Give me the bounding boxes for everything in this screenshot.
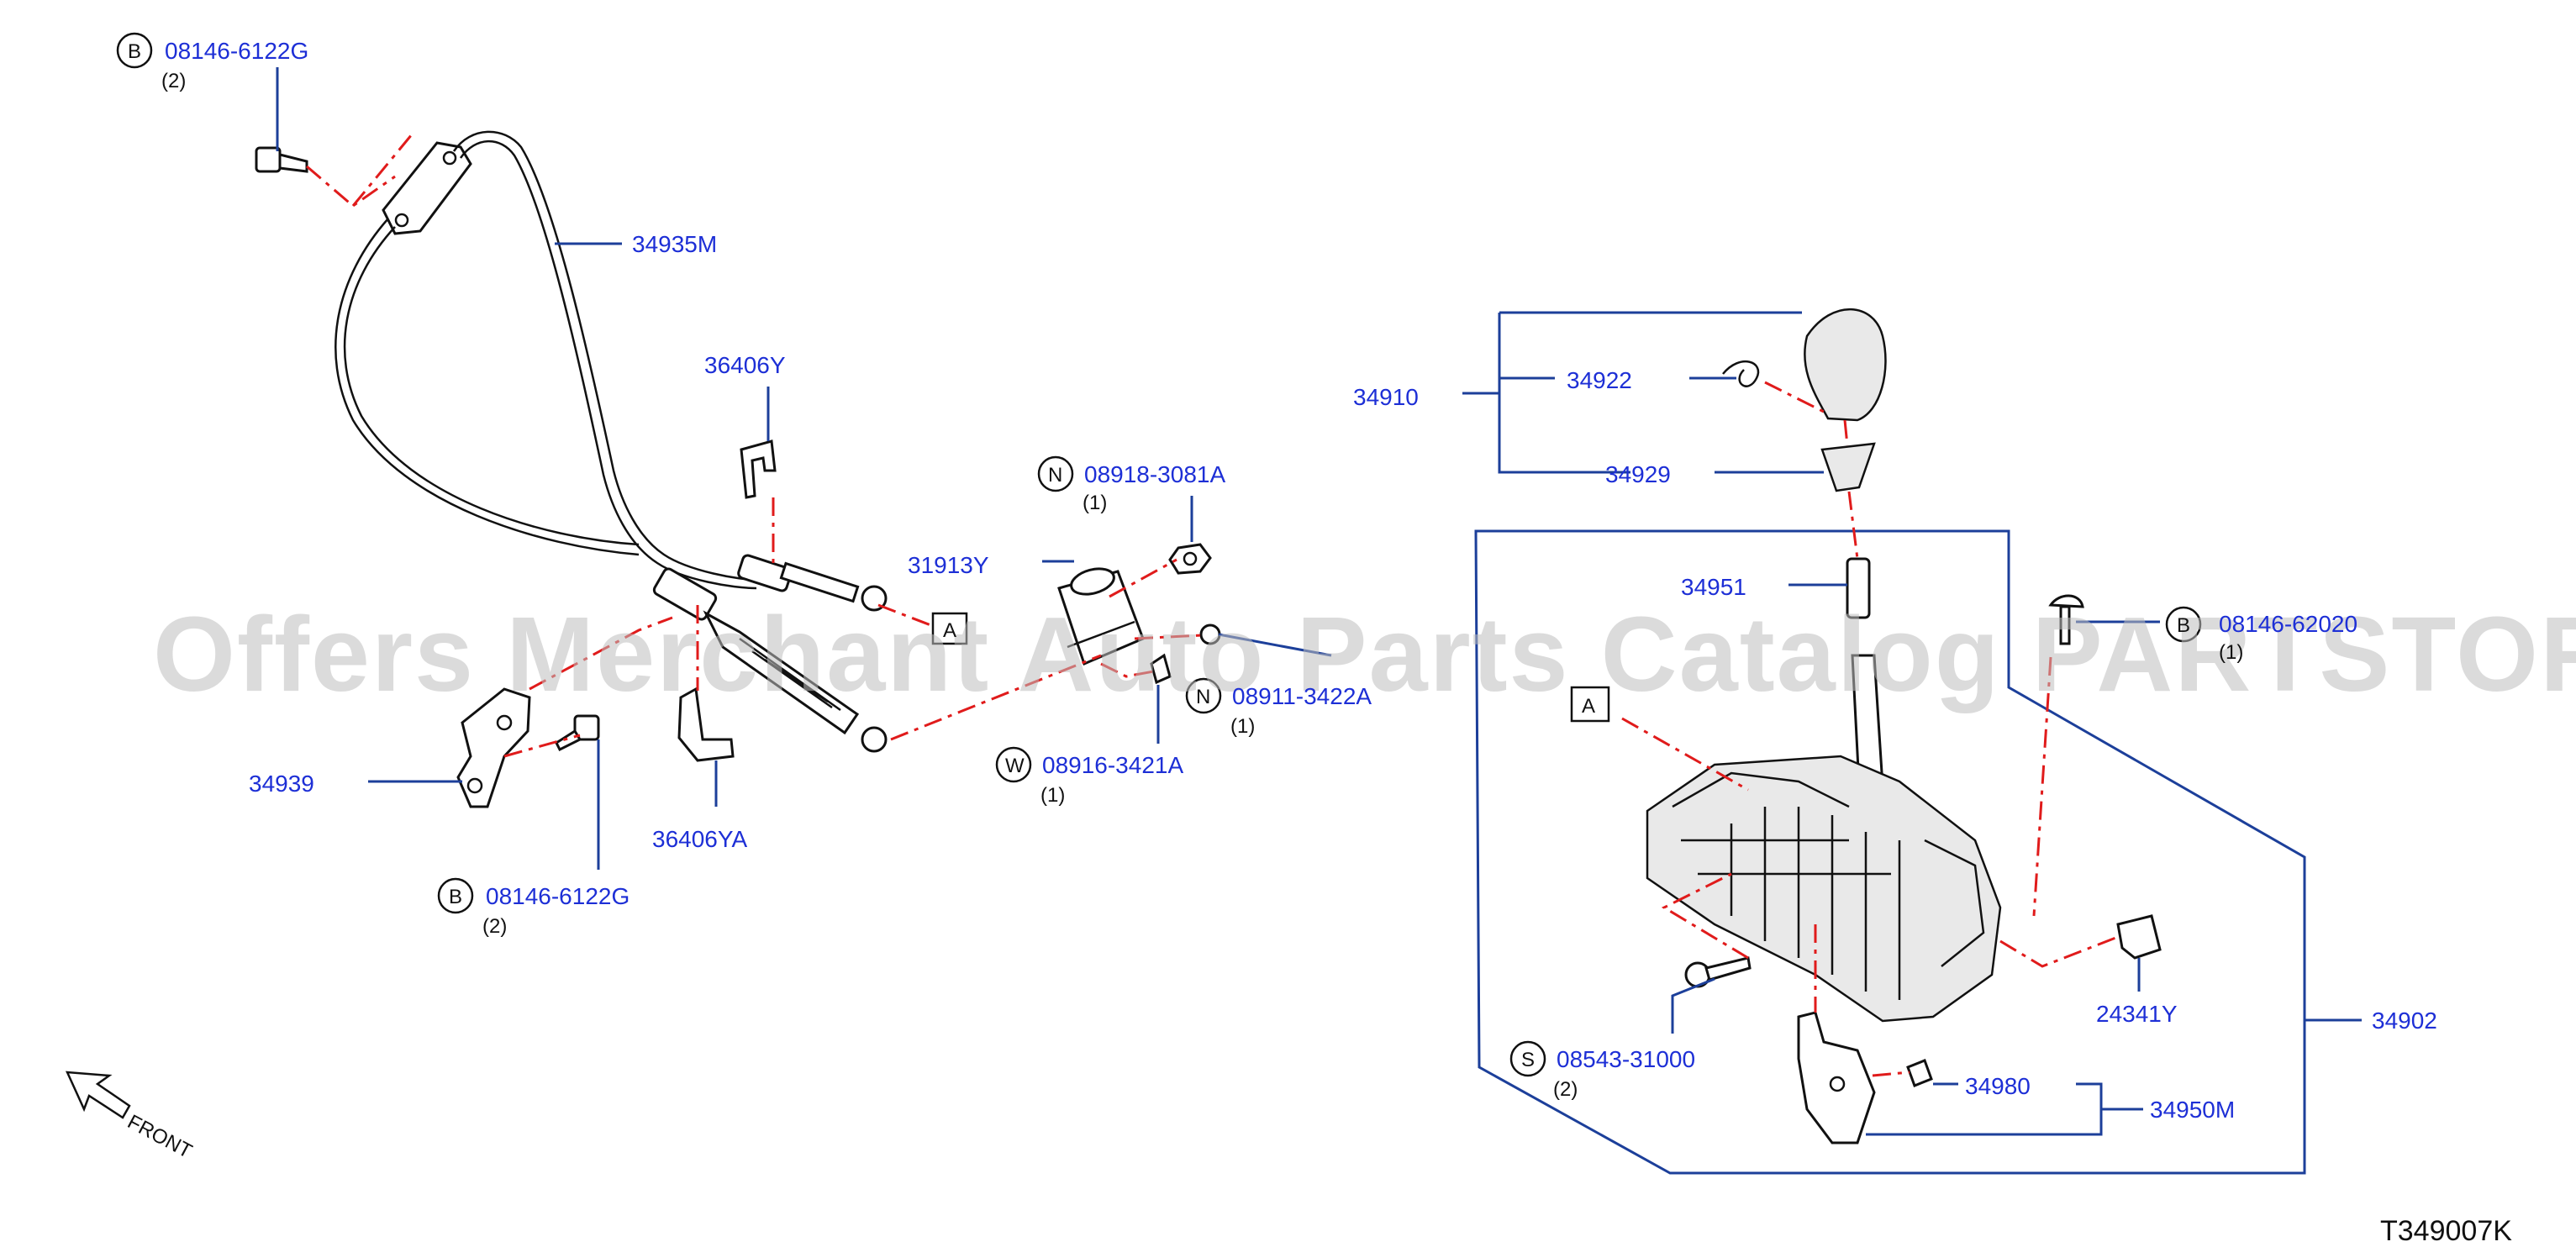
code-circle-s (1509, 1040, 1546, 1077)
knob-shape (1804, 308, 1887, 422)
part-number-lock-switch[interactable]: 34980 (1965, 1073, 2031, 1099)
part-number-knob-boot[interactable]: 34929 (1605, 461, 1671, 487)
code-letter-n-top: N (1048, 464, 1062, 487)
lock-switch-shape (1906, 1059, 1933, 1087)
ref-box-a-right-frame (1570, 686, 1610, 723)
front-label: FRONT (124, 1110, 196, 1163)
screw-right-shape (2048, 594, 2084, 645)
leader-lines (276, 67, 2362, 1136)
part-number-clip-lower[interactable]: 36406YA (652, 826, 747, 852)
centerlines-right (1621, 381, 2119, 1077)
shifter-assembly-frame (1474, 529, 2306, 1175)
clip-upper-shape (740, 439, 777, 499)
code-circle-b-bottom (437, 877, 474, 914)
knob-bracket-left (1498, 313, 1630, 474)
part-number-nut-top[interactable]: 08918-3081A (1084, 461, 1225, 487)
nut-top-shape (1168, 543, 1212, 575)
part-number-lever-rod[interactable]: 34951 (1681, 574, 1746, 600)
qty-bolt-top: (2) (161, 70, 186, 92)
part-number-lock-unit[interactable]: 34950M (2150, 1097, 2235, 1123)
part-number-bolt-bottom[interactable]: 08146-6122G (486, 883, 630, 909)
bolt-bottom-shape (555, 714, 600, 752)
part-number-bracket[interactable]: 34939 (249, 771, 314, 797)
qty-screw-low: (2) (1553, 1078, 1578, 1101)
qty-nut-mid: (1) (1230, 715, 1255, 738)
code-circles (116, 32, 2202, 1077)
code-circle-n-mid (1185, 677, 1222, 714)
part-number-clip-upper[interactable]: 36406Y (704, 352, 786, 378)
part-number-washer[interactable]: 08916-3421A (1042, 752, 1183, 778)
knob-clip-shape (1722, 360, 1760, 387)
code-letter-b-right: B (2177, 614, 2190, 637)
code-circle-b-top (116, 32, 153, 69)
qty-screw-right: (1) (2219, 641, 2243, 664)
part-number-shifter[interactable]: 34902 (2372, 1008, 2437, 1034)
part-number-knob-clip[interactable]: 34922 (1567, 367, 1632, 393)
front-arrow (65, 1071, 131, 1119)
ref-letter-a-left: A (943, 619, 956, 642)
part-number-cover[interactable]: 24341Y (2096, 1001, 2178, 1027)
diagram-id: T349007K (2380, 1215, 2512, 1247)
part-number-bolt-top[interactable]: 08146-6122G (165, 38, 308, 64)
bolt-top-shape (255, 146, 308, 173)
bracket-shape (456, 687, 531, 808)
code-letter-s: S (1521, 1049, 1535, 1071)
code-circle-n-top (1037, 455, 1074, 492)
part-number-nut-mid[interactable]: 08911-3422A (1232, 683, 1372, 709)
part-number-bushing[interactable]: 31913Y (908, 552, 989, 578)
washer-shape (1150, 653, 1172, 685)
centerlines-left (306, 134, 1203, 758)
cable-fitting-lower (652, 567, 718, 621)
ref-letter-a-right: A (1582, 695, 1595, 718)
shift-cable-drawing (335, 130, 888, 753)
lever-rod-shape (1846, 557, 1871, 619)
ref-box-a-left-frame (931, 612, 968, 645)
part-number-screw-right[interactable]: 08146-62020 (2219, 611, 2357, 637)
qty-nut-top: (1) (1083, 492, 1107, 514)
code-circle-b-right (2165, 606, 2202, 643)
boot-shape (1820, 442, 1876, 492)
shifter-body-shape (1646, 755, 2002, 1023)
cover-shape (2116, 914, 2162, 960)
qty-washer: (1) (1040, 784, 1065, 807)
qty-bolt-bottom: (2) (482, 915, 507, 938)
watermark-text: Offers Merchant Auto Parts Catalog PARTS… (153, 595, 2576, 713)
code-letter-b-bottom: B (449, 886, 462, 908)
code-circle-w (995, 746, 1032, 783)
cable-end-bracket (382, 141, 472, 235)
code-letter-b-top: B (128, 40, 141, 63)
part-number-cable[interactable]: 34935M (632, 231, 717, 257)
code-letter-w: W (1005, 755, 1025, 777)
part-number-screw-low[interactable]: 08543-31000 (1557, 1046, 1695, 1072)
cable-upper-run (452, 130, 757, 581)
part-number-knob-assy[interactable]: 34910 (1353, 384, 1419, 410)
clip-lower-shape (677, 687, 735, 762)
screw-low-shape (1684, 956, 1752, 988)
code-letter-n-mid: N (1196, 686, 1210, 708)
